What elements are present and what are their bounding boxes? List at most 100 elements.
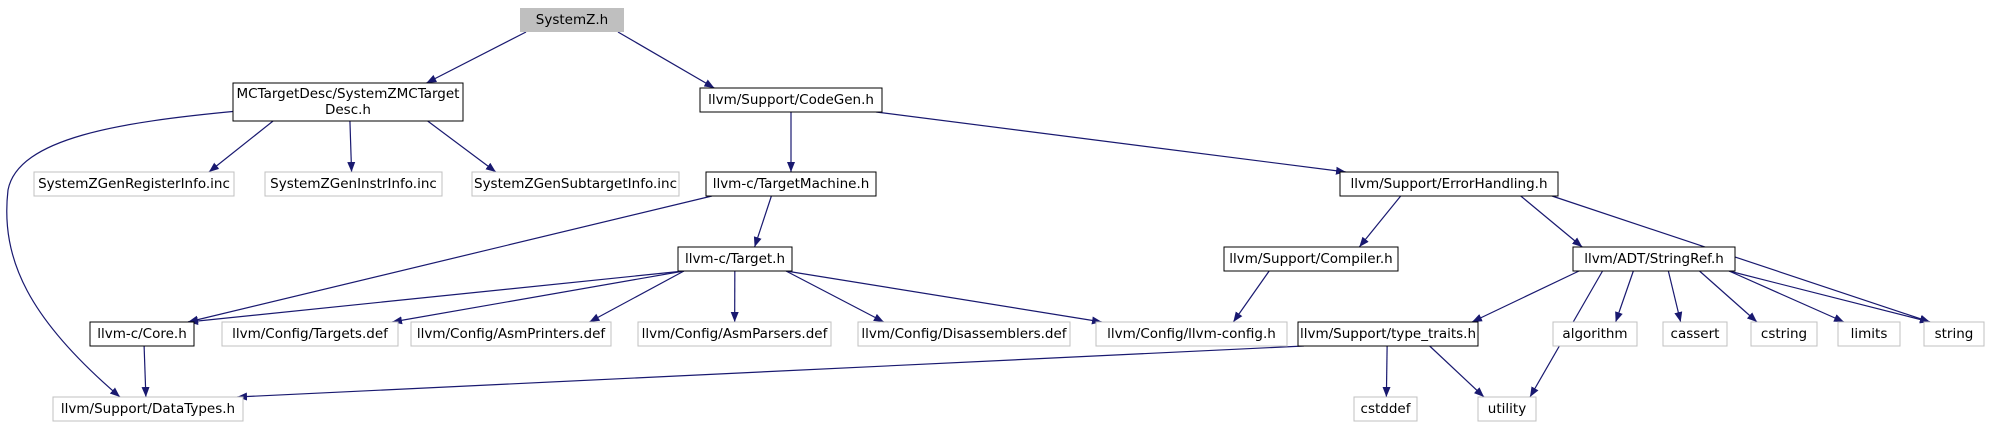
node-label: limits xyxy=(1851,326,1888,342)
node-datatypes: llvm/Support/DataTypes.h xyxy=(52,396,244,422)
edge-systemz-to-codegen xyxy=(617,31,715,89)
node-label: llvm/Support/Compiler.h xyxy=(1229,251,1392,267)
edge-group xyxy=(785,270,885,323)
edge-mctarget-to-subtarget xyxy=(427,120,497,173)
node-label: llvm-c/Target.h xyxy=(685,251,785,267)
node-label: cassert xyxy=(1671,326,1720,342)
edge-group xyxy=(1358,195,1402,248)
edge-compiler-to-llvmconfig xyxy=(1232,270,1270,323)
node-codegen[interactable]: llvm/Support/CodeGen.h xyxy=(699,87,883,113)
edge-stringref-to-string xyxy=(1728,270,1931,324)
node-targetsdef: llvm/Config/Targets.def xyxy=(221,321,399,347)
node-box xyxy=(471,171,680,197)
node-instrinfo: SystemZGenInstrInfo.inc xyxy=(264,171,443,197)
node-box xyxy=(1923,321,1985,347)
edge-group xyxy=(875,111,1347,175)
node-label: MCTargetDesc/SystemZMCTarget xyxy=(237,86,460,102)
node-box xyxy=(677,246,793,272)
edge-target-to-core xyxy=(187,270,685,325)
edge-group xyxy=(6,110,239,398)
node-llvmconfig: llvm/Config/llvm-config.h xyxy=(1095,321,1288,347)
edge-group xyxy=(617,31,715,89)
edges-layer xyxy=(6,31,1931,401)
node-target[interactable]: llvm-c/Target.h xyxy=(677,246,793,272)
node-disassemblers: llvm/Config/Disassemblers.def xyxy=(857,321,1071,347)
edge-group xyxy=(1382,345,1391,398)
node-box xyxy=(857,321,1071,347)
nodes-layer: SystemZ.hMCTargetDesc/SystemZMCTargetDes… xyxy=(33,8,1985,422)
node-label: utility xyxy=(1488,401,1526,417)
node-box xyxy=(1572,246,1736,272)
node-box xyxy=(264,171,443,197)
edge-mctarget-to-instrinfo xyxy=(347,120,356,173)
node-label: Desc.h xyxy=(325,102,371,118)
node-label: cstddef xyxy=(1361,401,1412,417)
edge-group xyxy=(1551,195,1931,323)
node-box xyxy=(1662,321,1728,347)
node-label: llvm/Config/llvm-config.h xyxy=(1107,326,1276,342)
node-subtarget: SystemZGenSubtargetInfo.inc xyxy=(471,171,680,197)
edge-group xyxy=(141,345,150,398)
edge-group xyxy=(1429,345,1485,398)
edge-stringref-to-cstring xyxy=(1699,270,1758,323)
node-box xyxy=(1837,321,1901,347)
node-asmparsers: llvm/Config/AsmParsers.def xyxy=(637,321,832,347)
node-box xyxy=(232,82,464,122)
edge-group xyxy=(1232,270,1270,323)
edge-group xyxy=(208,120,274,173)
edge-errorhandling-to-string xyxy=(1551,195,1931,323)
node-box xyxy=(1223,246,1399,272)
node-typetraits[interactable]: llvm/Support/type_traits.h xyxy=(1297,321,1479,347)
node-box xyxy=(1750,321,1818,347)
edge-group xyxy=(187,270,685,325)
edge-group xyxy=(753,195,772,248)
node-label: SystemZGenRegisterInfo.inc xyxy=(38,176,230,192)
edge-target-to-targetsdef xyxy=(391,270,685,325)
node-box xyxy=(1297,321,1479,347)
node-label: llvm/Config/Disassemblers.def xyxy=(861,326,1067,342)
node-box xyxy=(221,321,399,347)
node-box xyxy=(1353,396,1418,422)
edge-target-to-disassemblers xyxy=(785,270,885,323)
node-box xyxy=(1095,321,1288,347)
node-string: string xyxy=(1923,321,1985,347)
node-targetmachine[interactable]: llvm-c/TargetMachine.h xyxy=(705,171,877,197)
node-box xyxy=(637,321,832,347)
node-cassert: cassert xyxy=(1662,321,1728,347)
node-box xyxy=(1477,396,1537,422)
node-box xyxy=(410,321,612,347)
node-compiler[interactable]: llvm/Support/Compiler.h xyxy=(1223,246,1399,272)
node-label: llvm/Support/type_traits.h xyxy=(1300,326,1476,342)
edge-mctarget-to-datatypes xyxy=(6,110,239,398)
node-box xyxy=(1339,171,1559,197)
edge-group xyxy=(589,270,685,323)
edge-group xyxy=(426,31,527,84)
edge-group xyxy=(1728,270,1931,324)
node-label: string xyxy=(1935,326,1974,342)
node-label: llvm/Support/ErrorHandling.h xyxy=(1350,176,1547,192)
node-stringref[interactable]: llvm/ADT/StringRef.h xyxy=(1572,246,1736,272)
edge-typetraits-to-datatypes xyxy=(236,345,1305,401)
node-systemz[interactable]: SystemZ.h xyxy=(520,8,624,32)
node-limits: limits xyxy=(1837,321,1901,347)
node-core[interactable]: llvm-c/Core.h xyxy=(89,321,195,347)
edge-stringref-to-cassert xyxy=(1667,270,1683,323)
edge-group xyxy=(1615,270,1634,323)
edge-group xyxy=(1667,270,1683,323)
edge-targetmachine-to-target xyxy=(753,195,772,248)
edge-mctarget-to-reginfo xyxy=(208,120,274,173)
edge-stringref-to-limits xyxy=(1728,270,1845,323)
edge-stringref-to-algorithm xyxy=(1615,270,1634,323)
node-label: llvm/Config/Targets.def xyxy=(232,326,389,342)
node-box xyxy=(705,171,877,197)
node-errorhandling[interactable]: llvm/Support/ErrorHandling.h xyxy=(1339,171,1559,197)
edge-group xyxy=(236,345,1305,401)
node-box xyxy=(33,171,235,197)
node-algorithm: algorithm xyxy=(1552,321,1638,347)
edge-group xyxy=(427,120,497,173)
edge-stringref-to-typetraits xyxy=(1471,270,1580,323)
edge-errorhandling-to-stringref xyxy=(1520,195,1583,248)
edge-target-to-llvmconfig xyxy=(785,270,1103,325)
